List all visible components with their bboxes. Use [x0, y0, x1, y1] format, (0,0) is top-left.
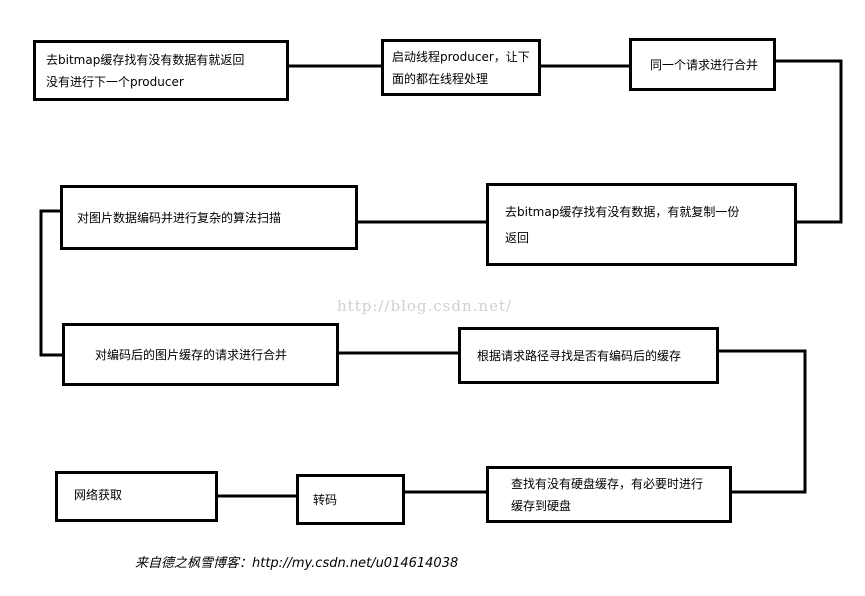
- connector-n5-n6: [39, 209, 64, 357]
- node-label: 启动线程producer，让下 面的都在线程处理: [392, 49, 530, 86]
- node-encode-scan: 对图片数据编码并进行复杂的算法扫描: [60, 185, 358, 250]
- node-label: 查找有没有硬盘缓存，有必要时进行 缓存到硬盘: [511, 476, 704, 513]
- footer-credit: 来自德之枫雪博客：http://my.csdn.net/u014614038: [135, 556, 459, 571]
- node-label: 去bitmap缓存找有没有数据有就返回 没有进行下一个producer: [46, 52, 245, 89]
- node-merge-requests: 同一个请求进行合并: [629, 38, 776, 91]
- connector-n7-n8: [717, 349, 807, 494]
- node-label: 网络获取: [74, 488, 123, 502]
- node-merge-encoded-requests: 对编码后的图片缓存的请求进行合并: [62, 323, 339, 386]
- node-label: 同一个请求进行合并: [650, 57, 759, 72]
- node-bitmap-cache-copy: 去bitmap缓存找有没有数据，有就复制一份 返回: [486, 183, 797, 266]
- node-bitmap-cache-lookup: 去bitmap缓存找有没有数据有就返回 没有进行下一个producer: [33, 40, 289, 101]
- node-label: 对编码后的图片缓存的请求进行合并: [95, 347, 288, 362]
- node-network-fetch: 网络获取: [55, 471, 218, 522]
- node-label: 对图片数据编码并进行复杂的算法扫描: [77, 210, 282, 225]
- watermark: http://blog.csdn.net/: [337, 297, 513, 315]
- node-label: 去bitmap缓存找有没有数据，有就复制一份 返回: [505, 204, 740, 245]
- node-label: 根据请求路径寻找是否有编码后的缓存: [477, 348, 682, 363]
- node-thread-producer: 启动线程producer，让下 面的都在线程处理: [381, 39, 541, 96]
- node-encoded-cache-lookup: 根据请求路径寻找是否有编码后的缓存: [458, 327, 719, 384]
- connector-n3-n4: [774, 59, 843, 224]
- node-disk-cache: 查找有没有硬盘缓存，有必要时进行 缓存到硬盘: [486, 466, 732, 523]
- node-transcode: 转码: [296, 474, 405, 525]
- node-label: 转码: [313, 492, 338, 507]
